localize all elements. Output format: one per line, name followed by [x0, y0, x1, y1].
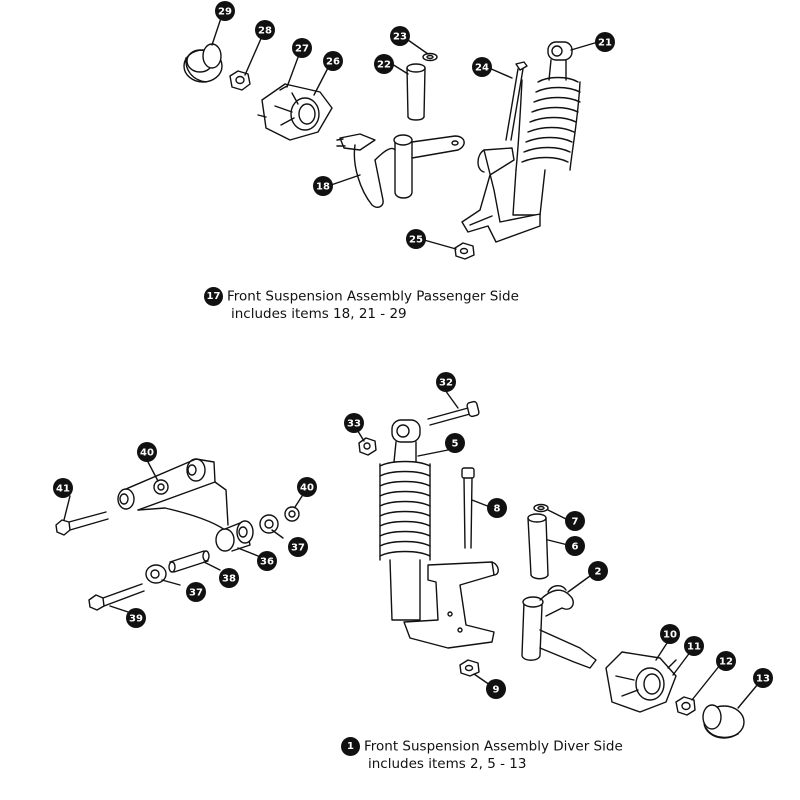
arm-bolt-part: [55, 511, 109, 536]
callout-22: 22: [374, 54, 394, 74]
svg-text:26: 26: [326, 57, 340, 68]
lower-nut-part: [459, 659, 480, 677]
pivot-bushing-part: [145, 514, 279, 584]
callout-26: 26: [323, 51, 343, 71]
callout-7: 7: [565, 511, 585, 531]
callout-10: 10: [660, 624, 680, 644]
callout-12: 12: [716, 651, 736, 671]
callout-40-right: 40: [297, 477, 317, 497]
hub-nut-part: [675, 696, 696, 716]
callout-13: 13: [753, 668, 773, 688]
spindle-knuckle-part: [336, 133, 465, 208]
pivot-bolt-part: [88, 583, 145, 611]
svg-text:12: 12: [719, 657, 733, 668]
caption-title: Front Suspension Assembly Passenger Side: [227, 288, 519, 305]
svg-text:36: 36: [260, 557, 274, 568]
svg-text:7: 7: [572, 517, 579, 528]
callout-11: 11: [684, 636, 704, 656]
svg-text:41: 41: [56, 484, 70, 495]
svg-text:29: 29: [218, 7, 232, 18]
callout-25: 25: [406, 229, 426, 249]
washer-driver-part: [533, 503, 549, 513]
svg-text:23: 23: [393, 32, 407, 43]
assembly-number-badge: 17: [204, 287, 223, 306]
washer-part: [422, 52, 438, 62]
shock-absorber-driver-part: [379, 419, 499, 649]
svg-text:8: 8: [494, 504, 501, 515]
svg-text:5: 5: [452, 439, 459, 450]
lower-control-arm-part: [117, 458, 254, 552]
svg-text:9: 9: [493, 685, 500, 696]
svg-text:21: 21: [598, 38, 612, 49]
callout-23: 23: [390, 26, 410, 46]
svg-text:24: 24: [475, 63, 489, 74]
caption-includes: includes items 2, 5 - 13: [368, 756, 527, 772]
dust-cap-part: [183, 43, 223, 83]
callout-36: 36: [257, 551, 277, 571]
spindle-nut-part: [229, 70, 251, 91]
svg-text:40: 40: [140, 448, 154, 459]
svg-text:6: 6: [572, 542, 579, 553]
svg-text:10: 10: [663, 630, 677, 641]
svg-text:25: 25: [409, 235, 423, 246]
callout-21: 21: [595, 32, 615, 52]
shock-bolt-part: [427, 400, 480, 426]
callout-41: 41: [53, 478, 73, 498]
bushing-sleeve-driver-part: [527, 513, 549, 580]
pivot-sleeve-part: [168, 550, 210, 573]
long-bolt-driver-part: [461, 467, 475, 549]
caption-includes: includes items 18, 21 - 29: [231, 306, 407, 322]
callout-2: 2: [588, 561, 608, 581]
callout-27: 27: [292, 38, 312, 58]
upper-nut-part: [358, 437, 377, 456]
svg-text:38: 38: [222, 574, 236, 585]
dust-cap-driver-part: [702, 704, 745, 739]
svg-text:27: 27: [295, 44, 309, 55]
callout-40-left: 40: [137, 442, 157, 462]
svg-text:39: 39: [129, 614, 143, 625]
svg-text:40: 40: [300, 483, 314, 494]
svg-text:18: 18: [316, 182, 330, 193]
svg-text:13: 13: [756, 674, 770, 685]
callout-29: 29: [215, 1, 235, 21]
caption-title: Front Suspension Assembly Diver Side: [364, 738, 623, 755]
callout-6: 6: [565, 536, 585, 556]
assembly-number-badge: 1: [341, 737, 360, 756]
shock-absorber-part: [461, 41, 581, 243]
callout-32: 32: [436, 372, 456, 392]
callout-18: 18: [313, 176, 333, 196]
svg-text:28: 28: [258, 26, 272, 37]
svg-text:32: 32: [439, 378, 453, 389]
svg-text:22: 22: [377, 60, 391, 71]
wheel-hub-driver-part: [605, 651, 677, 713]
callout-37-upper: 37: [288, 537, 308, 557]
callout-24: 24: [472, 57, 492, 77]
svg-text:33: 33: [347, 419, 361, 430]
callout-8: 8: [487, 498, 507, 518]
arm-bushing-part: [153, 479, 300, 522]
callout-39: 39: [126, 608, 146, 628]
shock-nut-part: [454, 242, 475, 260]
long-bolt-part: [505, 61, 528, 141]
svg-text:2: 2: [595, 567, 602, 578]
callout-28: 28: [255, 20, 275, 40]
svg-text:37: 37: [291, 543, 305, 554]
wheel-hub-part: [257, 83, 333, 141]
callout-33: 33: [344, 413, 364, 433]
spindle-driver-part: [521, 585, 597, 669]
callout-9: 9: [486, 679, 506, 699]
svg-text:11: 11: [687, 642, 701, 653]
svg-text:37: 37: [189, 588, 203, 599]
bushing-sleeve-part: [406, 63, 426, 121]
callout-37-lower: 37: [186, 582, 206, 602]
callout-5: 5: [445, 433, 465, 453]
callout-38: 38: [219, 568, 239, 588]
